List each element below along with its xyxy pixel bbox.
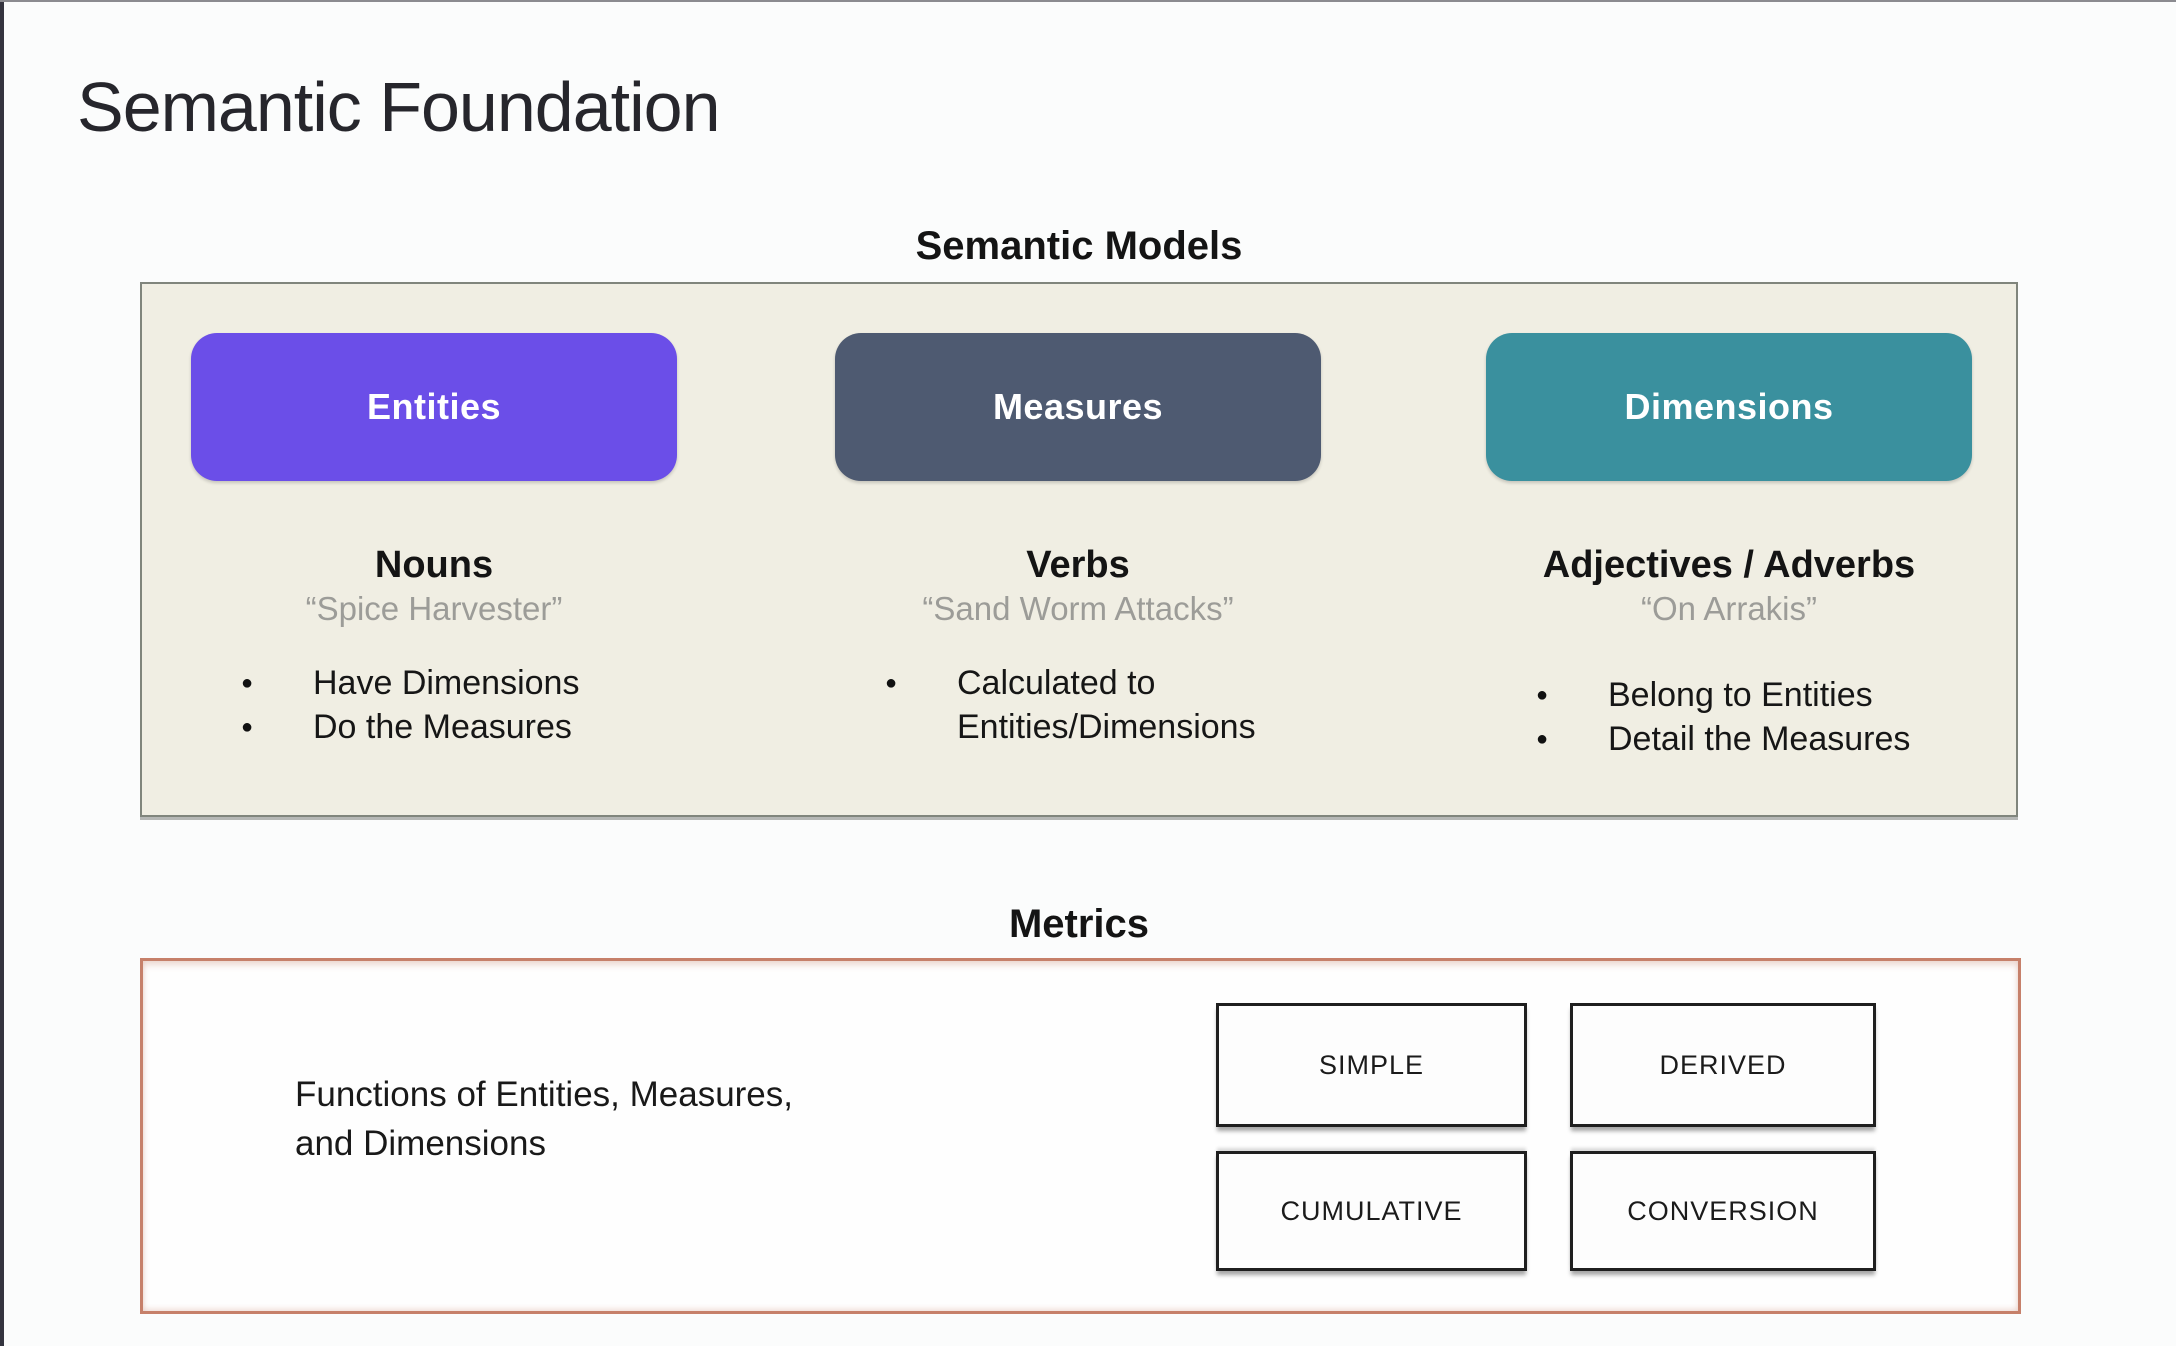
entities-bullet-list: ● Have Dimensions ● Do the Measures [191, 661, 677, 749]
entities-quote: “Spice Harvester” [305, 590, 563, 627]
dimensions-bullet-list: ● Belong to Entities ● Detail the Measur… [1486, 673, 1972, 761]
bullet-dot-icon: ● [241, 672, 254, 694]
bullet-item: ● Have Dimensions [191, 661, 677, 705]
bullet-text: Detail the Measures [1608, 720, 1911, 758]
bullet-dot-icon: ● [1536, 684, 1549, 706]
dimensions-quote: “On Arrakis” [1640, 590, 1818, 627]
dimensions-word-class: Adjectives / Adverbs [1542, 544, 1916, 586]
entities-column: Entities Nouns “Spice Harvester” ● Have … [191, 333, 677, 803]
bullet-text: Calculated to Entities/Dimensions [957, 664, 1256, 746]
bullet-text: Belong to Entities [1608, 676, 1873, 714]
measures-bullet-list: ● Calculated to Entities/Dimensions [835, 661, 1321, 749]
bullet-item: ● Do the Measures [191, 705, 677, 749]
metrics-description: Functions of Entities, Measures, and Dim… [295, 1070, 793, 1168]
metric-type-box-simple: SIMPLE [1216, 1003, 1527, 1127]
measures-column: Measures Verbs “Sand Worm Attacks” ● Cal… [835, 333, 1321, 803]
bullet-dot-icon: ● [241, 716, 254, 738]
entities-word-class: Nouns [374, 544, 494, 586]
bullet-item: ● Calculated to Entities/Dimensions [835, 661, 1321, 749]
measures-quote: “Sand Worm Attacks” [922, 590, 1234, 627]
bullet-item: ● Belong to Entities [1486, 673, 1972, 717]
metric-type-box-derived: DERIVED [1570, 1003, 1876, 1127]
bullet-text: Do the Measures [313, 708, 572, 746]
metrics-heading: Metrics [1008, 902, 1150, 946]
bullet-item: ● Detail the Measures [1486, 717, 1972, 761]
measures-pill: Measures [835, 333, 1321, 481]
bullet-dot-icon: ● [1536, 728, 1549, 750]
window-top-edge [0, 0, 2176, 2]
bullet-text: Have Dimensions [313, 664, 580, 702]
metric-type-box-cumulative: CUMULATIVE [1216, 1151, 1527, 1271]
semantic-models-heading: Semantic Models [915, 224, 1243, 268]
metrics-description-line2: and Dimensions [295, 1124, 546, 1163]
dimensions-pill: Dimensions [1486, 333, 1972, 481]
metric-type-box-conversion: CONVERSION [1570, 1151, 1876, 1271]
page-title: Semantic Foundation [77, 68, 721, 146]
window-left-edge [0, 0, 4, 1346]
metrics-description-line1: Functions of Entities, Measures, [295, 1075, 793, 1114]
dimensions-column: Dimensions Adjectives / Adverbs “On Arra… [1486, 333, 1972, 803]
entities-pill: Entities [191, 333, 677, 481]
measures-word-class: Verbs [1026, 544, 1130, 586]
bullet-dot-icon: ● [885, 672, 898, 694]
